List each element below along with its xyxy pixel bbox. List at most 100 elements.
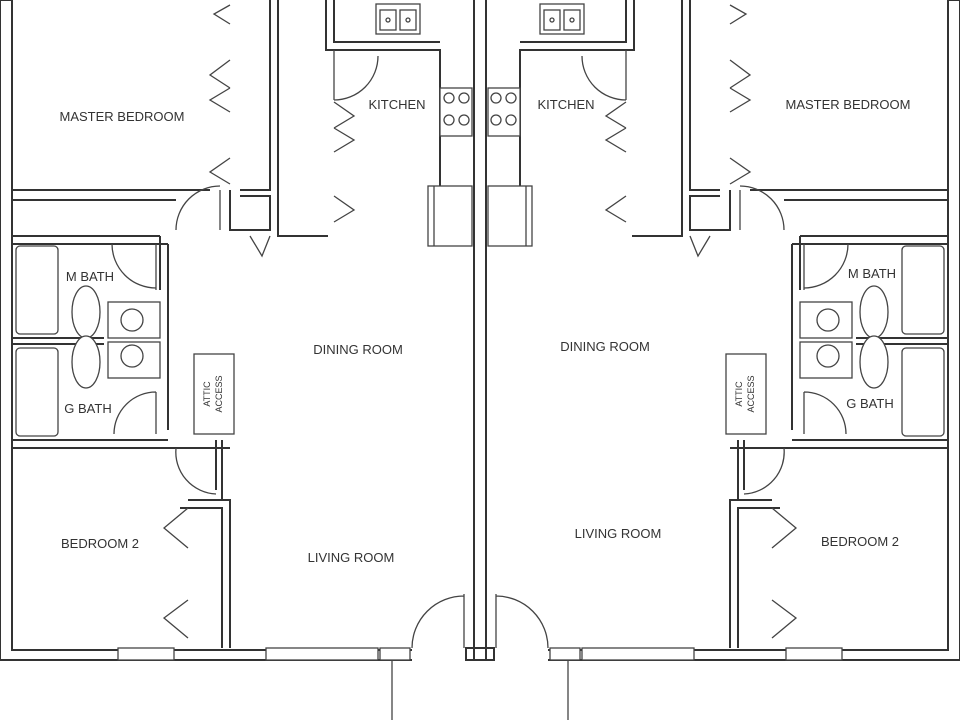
right-m-bath-label: M BATH [848,266,896,281]
left-kitchen-label: KITCHEN [368,97,425,112]
right-window-1 [785,647,843,661]
left-m-bath-label: M BATH [66,269,114,284]
right-closet-door-3 [729,157,752,185]
left-window-3 [379,647,411,661]
right-g-bath-door [803,391,847,435]
left-master-door-swing [175,185,221,231]
right-living-room-label: LIVING ROOM [575,526,662,541]
right-m-bath-toilet [859,285,889,339]
left-attic-label-1: ATTIC [202,381,212,407]
left-g-bath-sink [120,344,144,368]
right-sink-faucet-1 [569,17,575,23]
left-g-bath-label: G BATH [64,401,111,416]
left-entry-door [411,594,465,649]
left-refrigerator [427,185,473,247]
right-dining-room-label: DINING ROOM [560,339,650,354]
right-attic-label-2: ACCESS [746,375,756,412]
left-bath-hall-door [175,447,217,495]
left-sink-basin-2 [399,9,417,31]
right-refrigerator [487,185,533,247]
left-dining-door [249,235,271,258]
left-m-bath-door [111,243,157,290]
left-closet-door-1 [212,4,231,25]
left-bedroom2-closet-1 [162,507,189,549]
left-closet-door-2 [208,59,231,113]
left-master-bedroom-wall [12,0,328,237]
right-unit [487,0,960,720]
right-m-bath-tub [901,245,945,335]
left-kitchen-sink [375,3,421,35]
left-unit [0,0,495,720]
left-stove [439,87,473,137]
right-bedroom-2-label: BEDROOM 2 [821,534,899,549]
left-sink-basin-1 [379,9,397,31]
right-attic-label-1: ATTIC [734,381,744,407]
left-burner-2 [458,92,470,104]
party-wall [465,0,495,661]
left-bedroom-2-label: BEDROOM 2 [61,536,139,551]
right-m-bath-door [803,243,849,290]
right-closet-door-1 [729,4,748,25]
left-burner-3 [443,114,455,126]
left-burner-4 [458,114,470,126]
right-burner-1 [505,92,517,104]
right-bedroom2-closet-1 [771,507,798,549]
right-master-door-swing [739,185,785,231]
left-burner-1 [443,92,455,104]
right-bath-walls [730,235,948,449]
right-window-3 [549,647,581,661]
right-burner-4 [490,114,502,126]
right-kitchen-sink [539,3,585,35]
left-window-2 [265,647,379,661]
right-g-bath-vanity [799,341,853,379]
left-master-bedroom-label: MASTER BEDROOM [60,109,185,124]
right-hall-wall [729,440,780,648]
right-g-bath-toilet [859,335,889,389]
left-closet-door-3 [208,157,231,185]
left-m-bath-sink [120,308,144,332]
left-m-bath-vanity [107,301,161,339]
right-pantry-door [604,101,627,223]
left-bedroom2-closet-2 [162,599,189,639]
left-room-labels: MASTER BEDROOM KITCHEN M BATH G BATH DIN… [60,97,426,565]
left-bath-walls [12,235,230,449]
left-attic-access [193,353,235,435]
right-burner-3 [505,114,517,126]
left-m-bath-toilet [71,285,101,339]
right-stove [487,87,521,137]
right-sink-basin-1 [563,9,581,31]
right-closet-door-2 [729,59,752,113]
right-kitchen-door-swing [581,50,627,101]
right-kitchen-label: KITCHEN [537,97,594,112]
left-m-bath-tub [15,245,59,335]
right-g-bath-label: G BATH [846,396,893,411]
right-bedroom2-closet-2 [771,599,798,639]
right-master-bedroom-label: MASTER BEDROOM [786,97,911,112]
left-g-bath-toilet [71,335,101,389]
right-g-bath-tub [901,347,945,437]
left-pantry-door [333,101,356,223]
right-g-bath-sink [816,344,840,368]
right-dining-door [689,235,711,258]
right-room-labels: MASTER BEDROOM KITCHEN M BATH G BATH DIN… [537,97,910,549]
right-sink-faucet-2 [549,17,555,23]
left-sink-faucet-2 [405,17,411,23]
left-hall-wall [180,440,231,648]
right-entry-door [495,594,549,649]
left-g-bath-tub [15,347,59,437]
left-g-bath-vanity [107,341,161,379]
right-master-bedroom-wall [632,0,948,237]
right-attic-access [725,353,767,435]
left-kitchen-door-swing [333,50,379,101]
right-m-bath-vanity [799,301,853,339]
right-window-2 [581,647,695,661]
left-g-bath-door [113,391,157,435]
right-m-bath-sink [816,308,840,332]
left-attic-label-2: ACCESS [214,375,224,412]
left-dining-room-label: DINING ROOM [313,342,403,357]
right-burner-2 [490,92,502,104]
left-sink-faucet-1 [385,17,391,23]
left-window-1 [117,647,175,661]
right-bath-hall-door [743,447,785,495]
